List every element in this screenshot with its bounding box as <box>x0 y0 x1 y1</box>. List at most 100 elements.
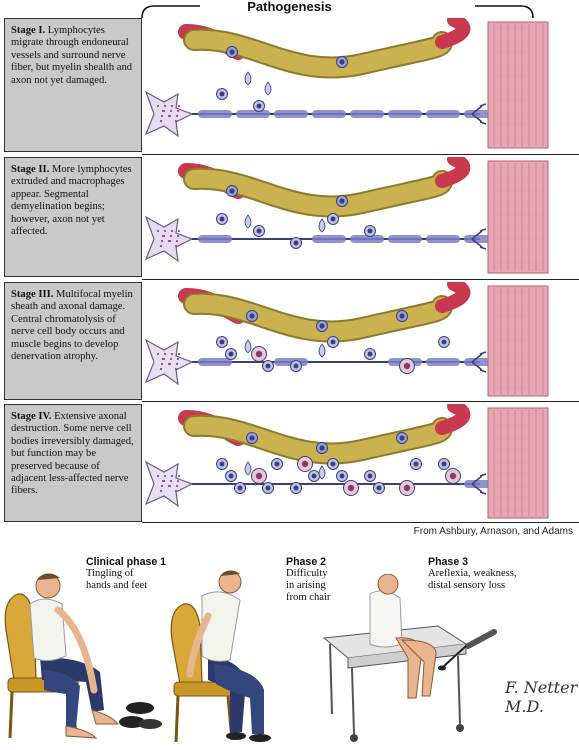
nissl-granule <box>163 352 167 356</box>
blood-vessel <box>185 30 451 77</box>
lymphocyte-nucleus <box>413 461 419 467</box>
nissl-granule <box>163 104 167 108</box>
lymphocyte-nucleus <box>319 323 325 329</box>
myelin-segment <box>312 110 346 118</box>
blood-vessel <box>185 294 451 341</box>
phase-3-label: Phase 3 Areflexia, weakness, distal sens… <box>428 556 517 592</box>
nissl-granule <box>177 104 181 108</box>
nissl-granule <box>170 352 174 356</box>
nerve-ending <box>471 473 487 495</box>
nissl-granule <box>160 362 164 366</box>
nissl-granule <box>163 229 167 233</box>
nissl-granule <box>156 104 160 108</box>
lymphocyte-nucleus <box>219 216 225 222</box>
macrophage-nucleus <box>403 362 411 370</box>
panel-separator <box>142 154 579 155</box>
blood-vessel-end <box>435 157 471 188</box>
stage-1-box: Stage I. Lymphocytes migrate through end… <box>4 18 142 152</box>
stage-1-text: Lymphocytes migrate through endoneural v… <box>11 25 133 86</box>
lymphocyte-nucleus <box>330 216 336 222</box>
macrophage-nucleus <box>255 472 263 480</box>
nissl-granule <box>170 229 174 233</box>
blood-vessel-end <box>435 404 471 435</box>
nissl-granule <box>170 104 174 108</box>
nerve-cell-body <box>144 338 194 386</box>
nissl-granule <box>169 234 173 238</box>
nissl-granule <box>177 352 181 356</box>
nissl-granule <box>159 489 163 493</box>
blood-vessel <box>185 416 451 463</box>
muscle-fiber <box>487 407 549 519</box>
nissl-granule <box>163 474 167 478</box>
lymphocyte-nucleus <box>228 351 234 357</box>
muscle-fiber <box>487 160 549 274</box>
stage-1-illustration <box>144 18 549 149</box>
stage-4-illustration <box>144 404 549 519</box>
phase-3-title: Phase 3 <box>428 556 469 568</box>
lymphocyte-nucleus <box>367 473 373 479</box>
migrating-lymphocyte <box>318 343 326 358</box>
nissl-granule <box>176 479 180 483</box>
phase-1-line: hands and feet <box>86 580 148 591</box>
lymphocyte-nucleus <box>319 445 325 451</box>
migrating-lymphocyte <box>244 339 252 354</box>
stage-1-name: Stage I. <box>11 25 46 36</box>
myelin-segment <box>350 110 384 118</box>
lymphocyte-nucleus <box>249 313 255 319</box>
myelin-segment <box>388 235 422 243</box>
phase-2-line: in arising <box>286 580 326 591</box>
stage-3-illustration <box>144 282 549 397</box>
lymphocyte-nucleus <box>219 339 225 345</box>
blood-vessel-end <box>435 18 471 49</box>
nissl-granule <box>177 474 181 478</box>
blood-vessel <box>185 169 451 216</box>
myelin-segment <box>198 235 232 243</box>
lymphocyte-nucleus <box>229 49 235 55</box>
myelin-segment <box>198 110 232 118</box>
nissl-granule <box>159 367 163 371</box>
phase-2-title: Phase 2 <box>286 556 327 568</box>
page-title: Pathogenesis <box>247 0 332 14</box>
stage-3-box: Stage III. Multifocal myelin sheath and … <box>4 282 142 400</box>
lymphocyte-nucleus <box>229 188 235 194</box>
nerve-cell-body <box>144 460 194 508</box>
stage-4-text: Extensive axonal destruction. Some nerve… <box>11 411 134 497</box>
nissl-granule <box>160 484 164 488</box>
stage-2-text: More lymphocytes extruded and macrophage… <box>11 164 132 238</box>
phase-1-line: Tingling of <box>86 568 134 579</box>
macrophage-nucleus <box>403 484 411 492</box>
macrophage-nucleus <box>255 350 263 358</box>
lymphocyte-nucleus <box>265 363 271 369</box>
lymphocyte-nucleus <box>376 485 382 491</box>
lymphocyte-nucleus <box>399 435 405 441</box>
lymphocyte-nucleus <box>293 363 299 369</box>
lymphocyte-nucleus <box>441 339 447 345</box>
lymphocyte-nucleus <box>330 339 336 345</box>
nissl-granule <box>167 484 171 488</box>
nissl-granule <box>167 239 171 243</box>
lymphocyte-nucleus <box>339 59 345 65</box>
lymphocyte-nucleus <box>219 461 225 467</box>
migrating-lymphocyte <box>244 461 252 476</box>
muscle-fiber <box>487 285 549 397</box>
lymphocyte-nucleus <box>228 473 234 479</box>
nissl-granule <box>167 114 171 118</box>
lymphocyte-nucleus <box>249 435 255 441</box>
nissl-granule <box>176 109 180 113</box>
nerve-cell-body <box>144 90 194 138</box>
phase-1-title: Clinical phase 1 <box>86 556 167 568</box>
lymphocyte-nucleus <box>367 228 373 234</box>
lymphocyte-nucleus <box>399 313 405 319</box>
nissl-granule <box>159 244 163 248</box>
nissl-granule <box>169 109 173 113</box>
lymphocyte-nucleus <box>293 485 299 491</box>
artist-signature: F. Netter M.D. <box>505 678 578 716</box>
migrating-lymphocyte <box>318 218 326 233</box>
nissl-granule <box>159 119 163 123</box>
nissl-granule <box>175 362 179 366</box>
lymphocyte-nucleus <box>256 228 262 234</box>
lymphocyte-nucleus <box>265 485 271 491</box>
blood-vessel-end <box>435 282 471 313</box>
phase-1-illustration <box>4 573 162 739</box>
nissl-granule <box>177 229 181 233</box>
